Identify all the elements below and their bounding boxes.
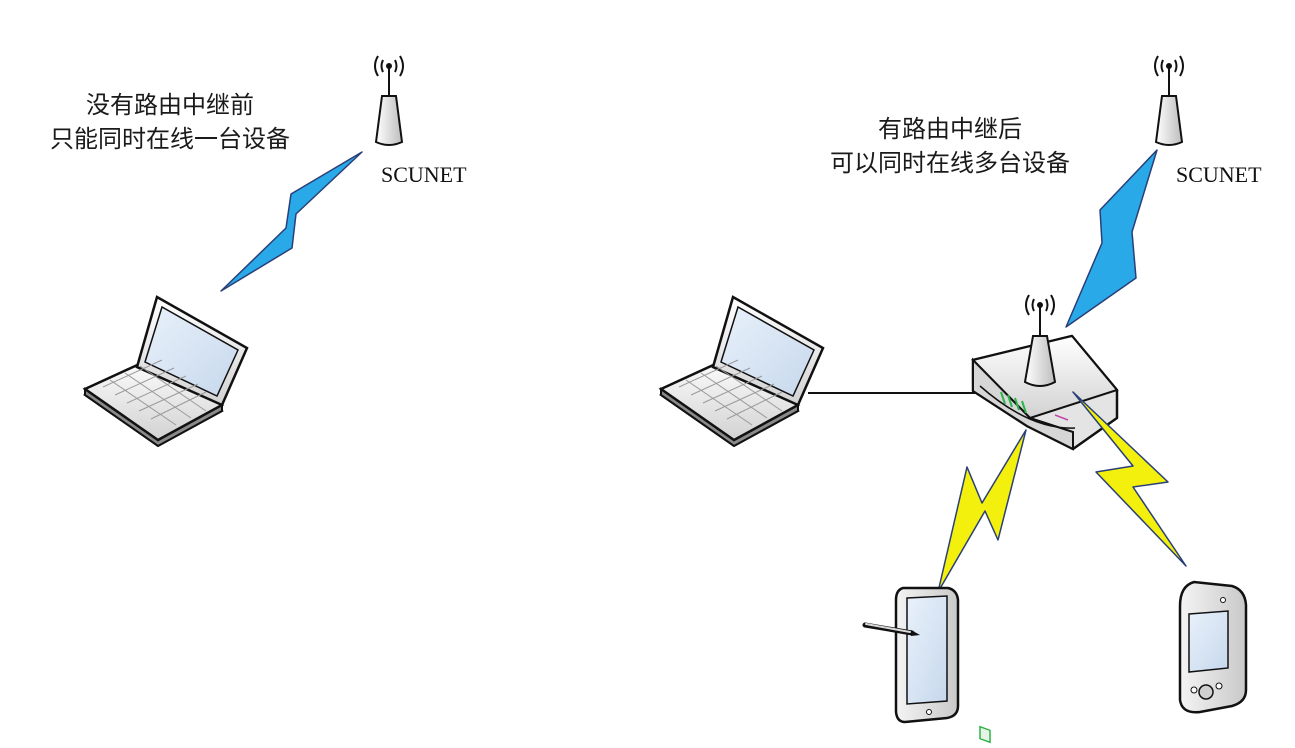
laptop-icon [82, 295, 249, 448]
lightning-icon [1065, 149, 1158, 328]
router-icon [971, 294, 1119, 744]
caption-line: 可以同时在线多台设备 [830, 149, 1070, 177]
laptop-icon [658, 295, 825, 448]
tablet-icon [862, 586, 960, 724]
caption-line: 有路由中继后 [878, 115, 1022, 143]
lightning-icon [937, 429, 1027, 593]
access-point-label: SCUNET [381, 162, 467, 187]
lightning-icon [1072, 391, 1187, 567]
lightning-icon [220, 151, 363, 292]
caption-line: 没有路由中继前 [86, 91, 254, 119]
antenna-icon [1154, 55, 1184, 146]
antenna-icon [374, 55, 404, 146]
caption-before-relay: 没有路由中继前 只能同时在线一台设备 [20, 88, 320, 156]
access-point-label: SCUNET [1176, 162, 1262, 187]
pda-icon [1178, 580, 1248, 714]
caption-line: 只能同时在线一台设备 [50, 125, 290, 153]
caption-after-relay: 有路由中继后 可以同时在线多台设备 [800, 112, 1100, 180]
